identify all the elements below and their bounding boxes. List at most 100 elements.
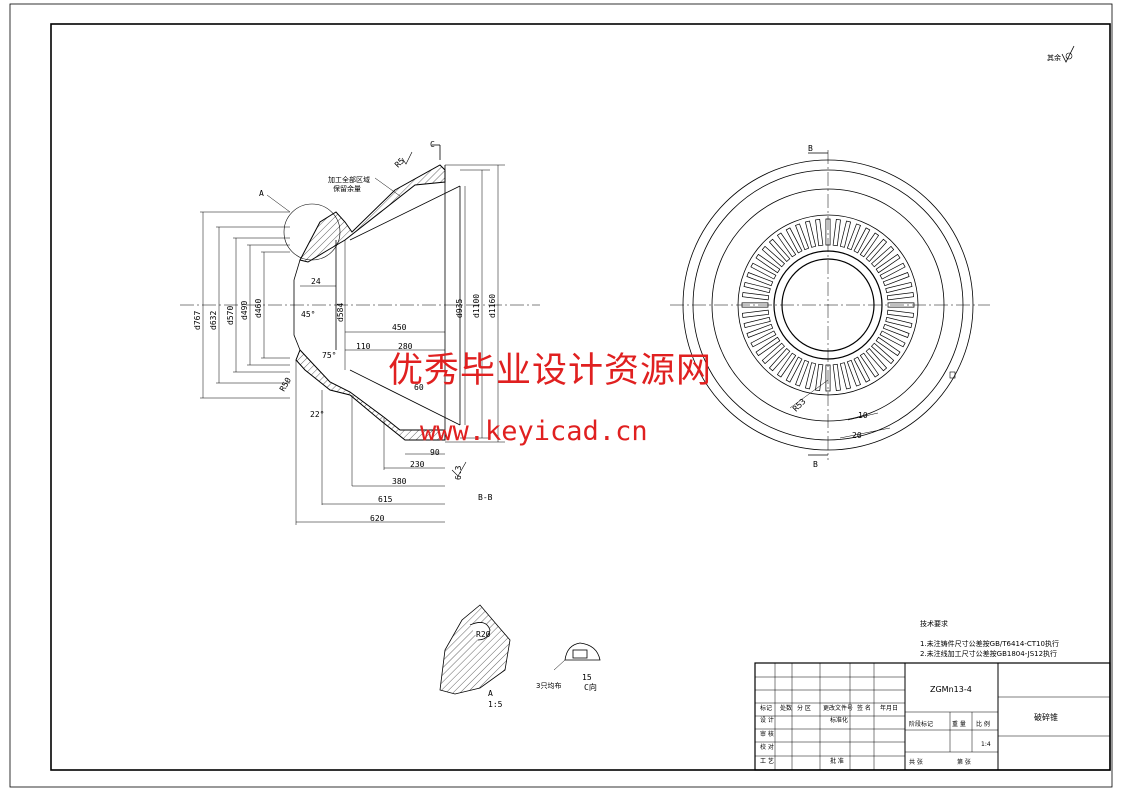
- dim-d632: d632: [209, 311, 218, 330]
- ring-slot: [882, 272, 910, 287]
- tb-change-doc: 更改文件号: [823, 704, 853, 712]
- ring-slot: [742, 292, 770, 301]
- ring-slot: [768, 238, 791, 262]
- tb-weight: 重 量: [952, 720, 966, 728]
- tech-req-line1: 1.未注铸件尺寸公差按GB/T6414-CT10执行: [920, 639, 1059, 648]
- dim-280: 280: [398, 342, 413, 351]
- tb-zone: 分 区: [797, 704, 811, 712]
- angle-75: 75°: [322, 351, 336, 360]
- detail-c-note: 3只均布: [536, 681, 561, 690]
- part-name: 破碎锥: [1034, 712, 1058, 722]
- roughness-symbol: 其余: [1047, 45, 1075, 63]
- ring-slot: [859, 352, 880, 378]
- ring-slot: [755, 253, 781, 274]
- tb-date: 年月日: [880, 704, 898, 712]
- section-marker-bb: B-B: [478, 493, 493, 502]
- ring-slot: [853, 227, 871, 254]
- ring-slot: [743, 316, 771, 329]
- ring-slot: [795, 359, 810, 387]
- dim-d935: d935: [455, 299, 464, 318]
- dim-620: 620: [370, 514, 385, 523]
- ring-slot: [879, 262, 906, 280]
- outer-border: [9, 3, 1113, 788]
- ring-slot: [871, 245, 895, 268]
- ring-slot: [741, 302, 769, 308]
- rough-63: 6.3: [454, 465, 463, 480]
- dim-d460: d460: [254, 299, 263, 318]
- watermark-title: 优秀毕业设计资源网: [388, 351, 713, 391]
- tb-sheets-total: 共 张: [909, 758, 923, 766]
- leader-note-line2: 保留余量: [333, 184, 361, 193]
- dim-d570: d570: [226, 306, 235, 325]
- ring-slot: [742, 309, 770, 318]
- detail-a-label: A: [488, 689, 493, 698]
- detail-c-label: C向: [584, 682, 597, 692]
- ring-slot: [746, 323, 774, 338]
- ring-slot: [832, 363, 841, 391]
- dim-60: 60: [414, 383, 424, 392]
- dim-d1160: d1160: [488, 294, 497, 318]
- circular-view: [670, 150, 990, 460]
- ring-slot: [785, 356, 803, 383]
- detail-c: 15 C向 3只均布: [536, 642, 601, 692]
- detail-c-dim: 15: [582, 673, 592, 682]
- ring-slot: [776, 232, 797, 258]
- label-a: A: [259, 189, 264, 198]
- ring-slot: [825, 364, 831, 392]
- dim-450: 450: [392, 323, 407, 332]
- dim-20: 20: [852, 431, 862, 440]
- ring-slot: [859, 232, 880, 258]
- ring-slot: [761, 245, 785, 268]
- tb-mark: 标记: [760, 704, 772, 712]
- roughness-note: 其余: [1047, 53, 1061, 62]
- dim-d490: d490: [240, 301, 249, 320]
- ring-slot: [882, 323, 910, 338]
- dim-d767: d767: [193, 311, 202, 330]
- tb-checker: 审 核: [760, 730, 774, 738]
- dim-380: 380: [392, 477, 407, 486]
- ring-slot: [825, 218, 831, 246]
- title-block: [754, 662, 1111, 771]
- dim-110: 110: [356, 342, 371, 351]
- ring-slot: [750, 262, 777, 280]
- tb-approve: 批 准: [830, 757, 844, 765]
- label-c: C: [430, 140, 435, 149]
- ring-slot: [839, 362, 852, 390]
- ring-slot: [886, 309, 914, 318]
- ring-slots: [741, 218, 915, 392]
- ring-slot: [750, 330, 777, 348]
- ring-slot: [776, 352, 797, 378]
- section-view: [180, 144, 540, 525]
- ring-slot: [761, 342, 785, 365]
- tb-scale-value: 1:4: [981, 741, 991, 748]
- tb-count: 处数: [780, 704, 792, 712]
- tb-reviewer: 校 对: [760, 743, 774, 751]
- title-block-text: ZGMn13-4 破碎锥 标记 处数 分 区 更改文件号 签 名 年月日 设 计…: [760, 685, 1058, 766]
- tb-standardization: 标准化: [830, 716, 848, 724]
- tech-requirements: 技术要求 1.未注铸件尺寸公差按GB/T6414-CT10执行 2.未注线加工尺…: [920, 619, 1059, 658]
- watermark-url: www.keyicad.cn: [420, 416, 648, 447]
- upper-wall-section: [299, 164, 446, 263]
- dim-d584: d584: [336, 303, 345, 322]
- ring-slot: [746, 272, 774, 287]
- ring-slot: [879, 330, 906, 348]
- ring-slot: [886, 292, 914, 301]
- ring-slot: [785, 227, 803, 254]
- tb-designer: 设 计: [760, 716, 774, 724]
- ring-slot: [743, 281, 771, 294]
- ring-slot: [846, 223, 861, 251]
- tb-sheet-no: 第 张: [957, 758, 971, 766]
- ring-slot: [885, 316, 913, 329]
- ring-slot: [804, 220, 817, 248]
- ring-slot: [755, 336, 781, 357]
- ring-slot: [871, 342, 895, 365]
- angle-45: 45°: [301, 310, 315, 319]
- ring-slot: [815, 363, 824, 391]
- ring-slot: [853, 356, 871, 383]
- tb-sign: 签 名: [857, 704, 871, 712]
- tb-process: 工 艺: [760, 757, 774, 765]
- ring-slot: [832, 219, 841, 247]
- ring-slot: [875, 336, 901, 357]
- material: ZGMn13-4: [930, 685, 972, 694]
